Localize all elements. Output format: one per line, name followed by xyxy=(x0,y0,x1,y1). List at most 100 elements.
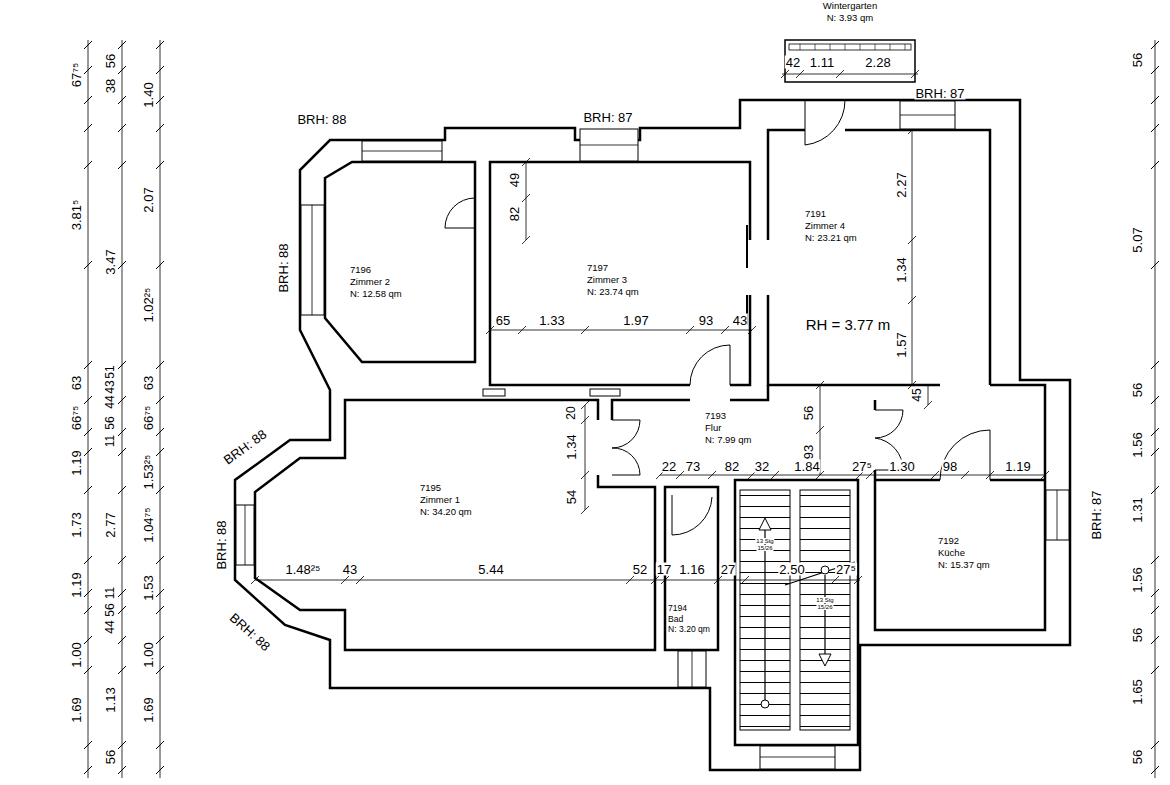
room-name: Zimmer 3 xyxy=(587,274,639,286)
door-swing xyxy=(672,495,712,535)
walls xyxy=(235,100,1070,770)
window xyxy=(1046,490,1069,540)
dimension-label: 66⁷⁵ xyxy=(70,405,83,432)
dimension-label: 11 xyxy=(104,434,116,448)
dimension-label: 11 xyxy=(104,586,116,600)
dimension-label: 44 xyxy=(104,619,116,634)
winter-garden-mullions xyxy=(800,44,905,50)
dimension-label: 51 xyxy=(104,364,116,379)
dimension-label: 1.56 xyxy=(1131,566,1144,593)
dimension-label: 1.04⁷⁵ xyxy=(142,506,155,543)
room-wall xyxy=(255,400,655,650)
dimension-label: 45 xyxy=(911,387,923,402)
dimension-label: 2.07 xyxy=(142,186,155,213)
room-number: 7191 xyxy=(805,208,857,220)
stair-wall xyxy=(735,480,858,745)
dimension-label: 43 xyxy=(342,563,358,576)
dimension-label: 38 xyxy=(104,78,117,94)
room-label: 7192KücheN: 15.37 qm xyxy=(938,535,990,571)
stair-start xyxy=(761,700,769,708)
dimension-label: 93 xyxy=(698,314,714,327)
dimension-label: 1.11 xyxy=(809,56,835,69)
dimension-label: 1.00 xyxy=(70,641,83,668)
room-name: Küche xyxy=(938,547,990,559)
window-glass xyxy=(245,115,1057,757)
dimension-ticks xyxy=(1151,41,1159,774)
room-wall xyxy=(665,487,718,650)
stair-label: 13 Stg xyxy=(755,538,774,544)
dimension-label: 43 xyxy=(104,379,116,394)
room-wall xyxy=(490,162,750,385)
dimension-label: 44 xyxy=(104,394,116,409)
dimension-label: 1.97 xyxy=(622,314,649,327)
doors xyxy=(445,100,990,535)
dimension-label: 2.50 xyxy=(778,563,805,576)
parapet-height-label: BRH: 88 xyxy=(277,242,290,293)
dimension-label: 1.33 xyxy=(538,314,565,327)
room-height-label: RH = 3.77 m xyxy=(805,317,892,332)
window xyxy=(301,205,324,315)
window xyxy=(760,746,835,769)
room-name: Zimmer 2 xyxy=(350,276,402,288)
dimension-label: 1.02²⁵ xyxy=(142,286,155,323)
dimension-chains xyxy=(84,40,1159,778)
room-area: N: 3.93 qm xyxy=(823,12,877,24)
dimension-line xyxy=(88,40,1155,778)
winter-garden-glazing xyxy=(789,44,911,50)
stair-label: 13 Stg xyxy=(815,597,834,603)
dimension-label: 27 xyxy=(720,563,736,576)
dimension-label: 5.44 xyxy=(477,563,504,576)
dimension-label: 1.13 xyxy=(104,686,117,713)
dimension-label: 1.16 xyxy=(678,563,705,576)
dimension-label: 2.28 xyxy=(864,56,891,69)
parapet-height-label: BRH: 87 xyxy=(1090,489,1103,540)
dimension-label: 56 xyxy=(1131,749,1144,765)
stair-start xyxy=(821,566,829,574)
dimension-ticks xyxy=(118,41,126,774)
dimension-label: 1.56 xyxy=(1131,431,1144,458)
dimension-label: 1.00 xyxy=(142,641,155,668)
dimension-label: 1.40 xyxy=(142,81,155,108)
dimension-label: 56 xyxy=(104,415,116,430)
room-label: WintergartenN: 3.93 qm xyxy=(823,0,877,24)
outer-wall xyxy=(235,100,1070,770)
dimension-label: 66⁷⁵ xyxy=(142,405,155,432)
room-number: 7197 xyxy=(587,262,639,274)
sliding-door xyxy=(746,225,748,325)
dimension-label: 56 xyxy=(1131,627,1144,643)
room-number: 7196 xyxy=(350,264,402,276)
dimension-label: 67⁷⁵ xyxy=(70,62,83,89)
dimension-label: 1.53 xyxy=(142,574,155,601)
dimension-label: 1.48²⁵ xyxy=(284,563,321,576)
stair-walk-line xyxy=(765,520,855,700)
parapet-height-label: BRH: 88 xyxy=(215,519,228,570)
room-name: Flur xyxy=(705,422,751,434)
dimension-label: 82 xyxy=(508,206,521,222)
room-name: Zimmer 1 xyxy=(420,494,472,506)
dimension-label: 52 xyxy=(632,563,648,576)
dimension-label: 1.69 xyxy=(142,696,155,723)
room-area: N: 34.20 qm xyxy=(420,506,472,518)
dimension-label: 54 xyxy=(565,489,578,505)
room-number: 7192 xyxy=(938,535,990,547)
dimension-label: 3.47 xyxy=(104,248,117,275)
winter-garden-frame xyxy=(785,40,915,82)
dimension-label: 1.30 xyxy=(888,460,915,473)
door-swing xyxy=(612,420,640,475)
room-area: N: 23.21 qm xyxy=(805,232,857,244)
stair-label: 15/26 xyxy=(816,604,833,610)
room-number: 7193 xyxy=(705,410,751,422)
room-area: N: 23.74 qm xyxy=(587,286,639,298)
windows xyxy=(236,101,1069,769)
room-label: 7193FlurN: 7.99 qm xyxy=(705,410,751,446)
room-wall xyxy=(875,385,1045,630)
parapet-height-label: BRH: 87 xyxy=(914,87,965,100)
room-area: N: 12.58 qm xyxy=(350,288,402,300)
room-label: 7191Zimmer 4N: 23.21 qm xyxy=(805,208,857,244)
dimension-label: 43 xyxy=(732,314,748,327)
room-number: 7194 xyxy=(668,603,710,614)
dimension-label: 1.31 xyxy=(1131,496,1144,523)
dimension-label: 65 xyxy=(495,314,511,327)
dimension-label: 27⁵ xyxy=(851,460,873,473)
dimension-label: 1.57 xyxy=(895,331,908,358)
